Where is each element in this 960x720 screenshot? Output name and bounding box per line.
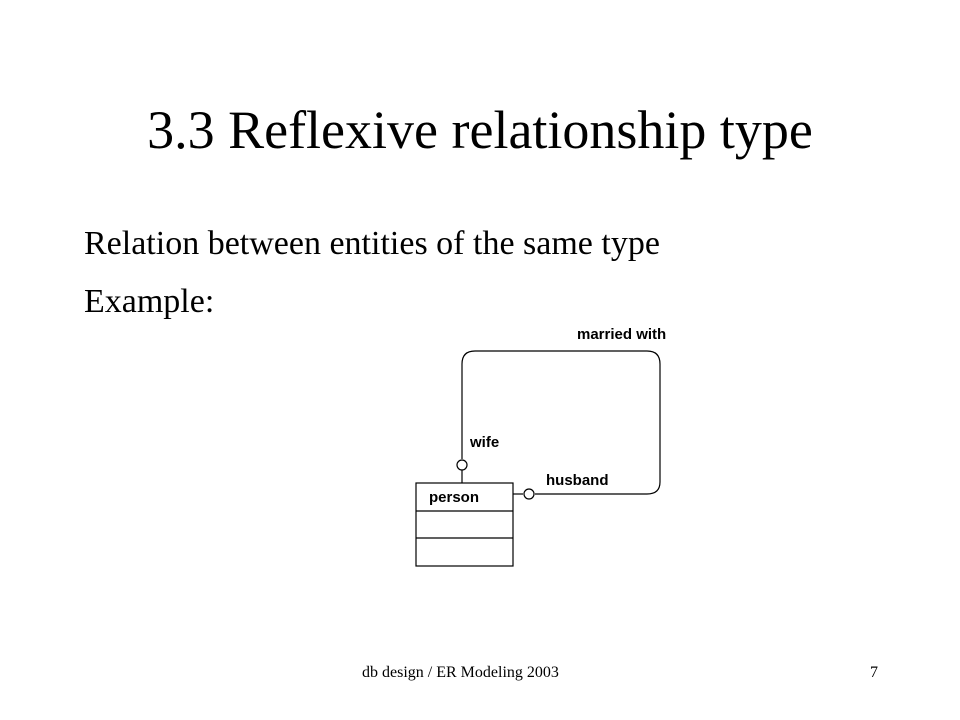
role-label-husband: husband: [546, 472, 609, 489]
body-text-example-label: Example:: [84, 283, 215, 320]
entity-name: person: [429, 489, 479, 506]
body-text-definition: Relation between entities of the same ty…: [84, 225, 660, 262]
wife-optional-circle: [456, 459, 468, 471]
relationship-label: married with: [577, 326, 666, 343]
entity-person: person: [415, 482, 514, 567]
relationship-line-married-with: [461, 350, 661, 495]
husband-optional-circle: [523, 488, 535, 500]
page-number: 7: [870, 664, 878, 681]
slide-title: 3.3 Reflexive relationship type: [147, 100, 813, 160]
entity-box: [415, 482, 514, 567]
footer-text: db design / ER Modeling 2003: [362, 664, 559, 681]
role-label-wife: wife: [469, 434, 499, 451]
